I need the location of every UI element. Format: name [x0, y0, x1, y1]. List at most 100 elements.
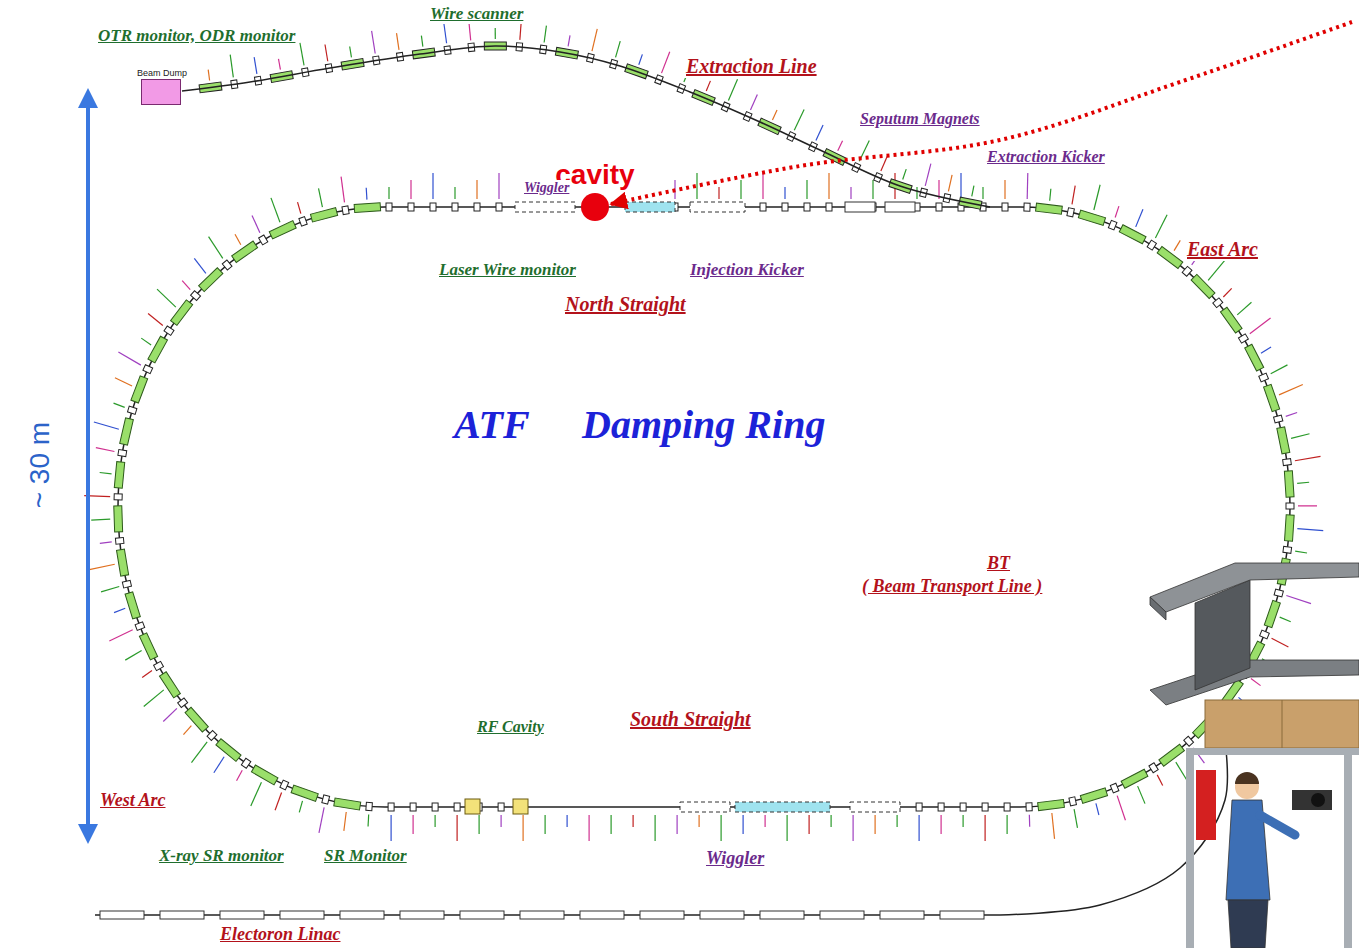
leader-line — [765, 815, 766, 827]
leader-line — [341, 177, 344, 203]
quad-magnet — [143, 365, 153, 374]
leader-line — [1271, 365, 1288, 374]
leader-line — [718, 187, 719, 199]
leader-line — [367, 814, 369, 826]
leader-line — [655, 815, 656, 841]
section-label: ( Beam Transport Line ) — [860, 576, 1044, 597]
bend-magnet — [185, 707, 208, 732]
leader-line — [344, 812, 346, 831]
device-label: OTR monitor, ODR monitor — [96, 26, 297, 46]
device-label: Extraction Kicker — [985, 148, 1107, 166]
leader-line — [148, 314, 163, 326]
rf-cavity-symbol — [513, 799, 528, 814]
wiggler-section — [690, 202, 745, 212]
leader-line — [300, 43, 304, 66]
bend-magnet — [114, 506, 123, 532]
accelerating-structure — [220, 911, 264, 919]
device-label: Seputum Magnets — [858, 110, 982, 128]
leader-line — [872, 180, 873, 199]
person-hair — [1235, 772, 1259, 784]
leader-line — [350, 47, 352, 58]
dimension-label: ~ 30 m — [24, 420, 56, 510]
leader-line — [794, 109, 804, 130]
leader-line — [1027, 173, 1029, 199]
wiggler-section — [735, 802, 830, 812]
leader-line — [1208, 260, 1225, 280]
bend-magnet — [291, 785, 318, 801]
leader-line — [235, 234, 241, 245]
quad-magnet — [474, 203, 480, 211]
steel-beam — [1150, 597, 1166, 620]
device-label: Wiggler — [704, 848, 766, 869]
quad-magnet — [1213, 298, 1223, 308]
quad-magnet — [114, 494, 122, 500]
leader-line — [183, 726, 191, 735]
accelerating-structure — [280, 911, 324, 919]
leader-line — [589, 815, 590, 841]
wiggler-section — [845, 202, 875, 212]
leader-line — [662, 52, 670, 73]
leader-line — [1297, 482, 1309, 483]
leader-line — [875, 815, 876, 834]
bend-magnet — [1284, 471, 1294, 497]
quad-magnet — [430, 203, 436, 211]
accelerating-structure — [160, 911, 204, 919]
leader-line — [806, 180, 807, 199]
quad-magnet — [410, 803, 416, 811]
quad-magnet — [804, 203, 810, 211]
bend-magnet — [334, 798, 361, 810]
leader-line — [191, 742, 207, 763]
wiggler-section — [680, 802, 730, 812]
accelerating-structure — [100, 911, 144, 919]
leader-line — [960, 173, 961, 199]
leader-line — [100, 473, 112, 474]
leader-line — [616, 41, 621, 57]
accelerating-structure — [760, 911, 804, 919]
leader-line — [1096, 803, 1099, 815]
leader-line — [230, 55, 233, 78]
leader-line — [853, 815, 854, 841]
leader-line — [545, 815, 546, 834]
rf-cavity-symbol — [465, 799, 480, 814]
leader-line — [750, 95, 757, 111]
ring-title: ATF — [452, 402, 532, 448]
quad-magnet — [936, 203, 942, 211]
bend-magnet — [310, 208, 337, 222]
leader-line — [275, 792, 281, 810]
leader-line — [432, 173, 433, 199]
leader-line — [809, 815, 810, 834]
bend-magnet — [1078, 210, 1105, 225]
bend-magnet — [1220, 307, 1242, 333]
quad-magnet — [496, 203, 502, 211]
leader-line — [299, 801, 302, 813]
leader-line — [1115, 206, 1119, 217]
quad-magnet — [1274, 415, 1283, 423]
leader-line — [209, 237, 223, 259]
person-legs — [1228, 900, 1268, 948]
leader-line — [391, 815, 392, 841]
leader-line — [435, 815, 436, 827]
bend-magnet — [1121, 769, 1148, 788]
bend-magnet — [120, 418, 134, 445]
leader-line — [706, 81, 710, 91]
leader-line — [251, 782, 262, 806]
quad-magnet — [178, 698, 188, 708]
leader-line — [469, 23, 471, 40]
quad-magnet — [1067, 208, 1075, 217]
accelerating-structure — [700, 911, 744, 919]
cardboard-box — [1205, 700, 1359, 748]
bend-magnet — [125, 592, 140, 619]
quad-magnet — [938, 803, 944, 811]
leader-line — [319, 807, 324, 832]
bend-magnet — [216, 739, 241, 762]
leader-line — [772, 110, 777, 120]
leader-line — [762, 173, 763, 199]
leader-line — [728, 79, 737, 100]
leader-line — [916, 187, 917, 199]
leader-line — [325, 45, 328, 62]
leader-line — [1052, 813, 1055, 839]
leader-line — [925, 164, 931, 186]
leader-line — [157, 289, 176, 307]
magnets — [114, 42, 1294, 811]
